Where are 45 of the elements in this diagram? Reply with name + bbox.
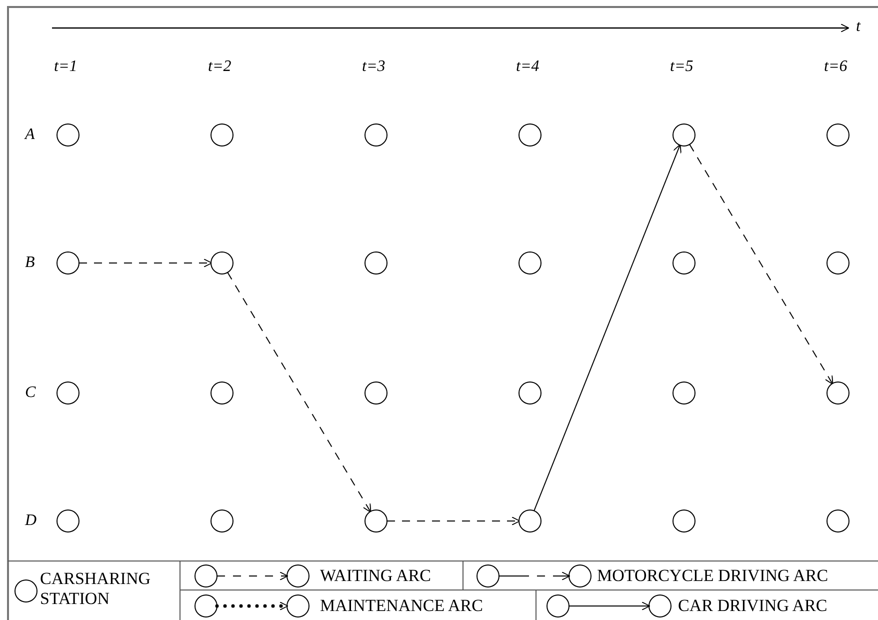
station-circle	[56, 251, 80, 275]
arrow	[78, 258, 212, 268]
station-circle	[672, 123, 696, 147]
time-label: t=3	[362, 58, 386, 76]
time-label: t=2	[208, 58, 232, 76]
station-circle	[672, 509, 696, 533]
station-circle	[210, 123, 234, 147]
legend-text: WAITING ARC	[320, 566, 431, 586]
arrow	[227, 272, 372, 513]
station-circle	[56, 123, 80, 147]
station-label: D	[25, 512, 37, 530]
station-circle	[826, 123, 850, 147]
station-circle	[56, 509, 80, 533]
station-circle	[56, 381, 80, 405]
station-circle	[364, 251, 388, 275]
arrow	[689, 144, 834, 385]
legend-text: CARSHARING STATION	[40, 569, 152, 609]
time-label: t=6	[824, 58, 848, 76]
time-label: t=5	[670, 58, 694, 76]
station-circle	[826, 251, 850, 275]
station-circle	[518, 381, 542, 405]
station-label: A	[25, 126, 35, 144]
legend-text: MOTORCYCLE DRIVING ARC	[597, 566, 828, 586]
arrow	[534, 144, 682, 512]
station-circle	[364, 509, 388, 533]
station-circle	[210, 381, 234, 405]
station-circle	[672, 381, 696, 405]
station-label: B	[25, 254, 35, 272]
station-circle	[518, 123, 542, 147]
legend-text: CAR DRIVING ARC	[678, 596, 828, 616]
axis-label: t	[856, 18, 860, 36]
station-circle	[518, 509, 542, 533]
station-circle	[518, 251, 542, 275]
station-label: C	[25, 384, 36, 402]
station-circle	[210, 251, 234, 275]
station-circle	[364, 123, 388, 147]
legend-text: MAINTENANCE ARC	[320, 596, 483, 616]
station-circle	[826, 381, 850, 405]
station-circle	[826, 509, 850, 533]
time-label: t=4	[516, 58, 540, 76]
arrow	[386, 516, 520, 526]
time-label: t=1	[54, 58, 78, 76]
station-circle	[364, 381, 388, 405]
station-circle	[210, 509, 234, 533]
station-circle	[672, 251, 696, 275]
